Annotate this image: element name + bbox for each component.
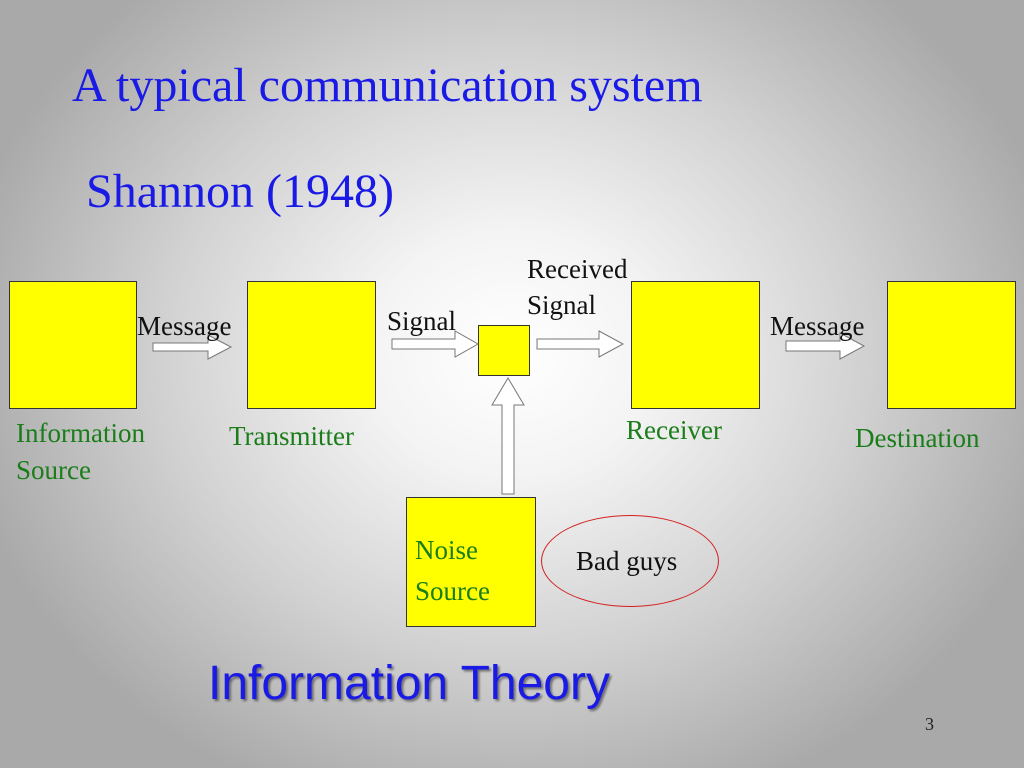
destination-label: Destination bbox=[855, 423, 980, 453]
noise-mixer-box bbox=[478, 325, 530, 376]
destination-box bbox=[887, 281, 1016, 409]
footer-title: Information Theory bbox=[208, 657, 610, 710]
signal-label: Signal bbox=[387, 306, 457, 336]
noise-source-label: Noise Source bbox=[415, 535, 490, 606]
receiver-label: Receiver bbox=[626, 415, 722, 445]
bad-guys-ellipse bbox=[541, 515, 719, 607]
transmitter-box bbox=[247, 281, 376, 409]
transmitter-label: Transmitter bbox=[229, 421, 355, 451]
received-signal-arrow bbox=[536, 330, 625, 358]
slide-subtitle: Shannon (1948) bbox=[86, 165, 394, 218]
information-source-label: Information Source bbox=[16, 418, 145, 486]
message-arrow-in bbox=[152, 334, 233, 360]
message-out-label: Message bbox=[770, 311, 865, 341]
receiver-box bbox=[631, 281, 760, 409]
information-source-box bbox=[9, 281, 137, 409]
message-arrow-out bbox=[785, 332, 866, 360]
noise-arrow bbox=[491, 377, 525, 495]
message-in-label: Message bbox=[137, 311, 232, 341]
page-number: 3 bbox=[925, 714, 934, 734]
noise-source-box bbox=[406, 497, 536, 627]
received-signal-label: Received Signal bbox=[527, 254, 628, 321]
bad-guys-label: Bad guys bbox=[576, 546, 678, 576]
slide-title: A typical communication system bbox=[72, 59, 703, 112]
signal-arrow bbox=[391, 330, 480, 358]
